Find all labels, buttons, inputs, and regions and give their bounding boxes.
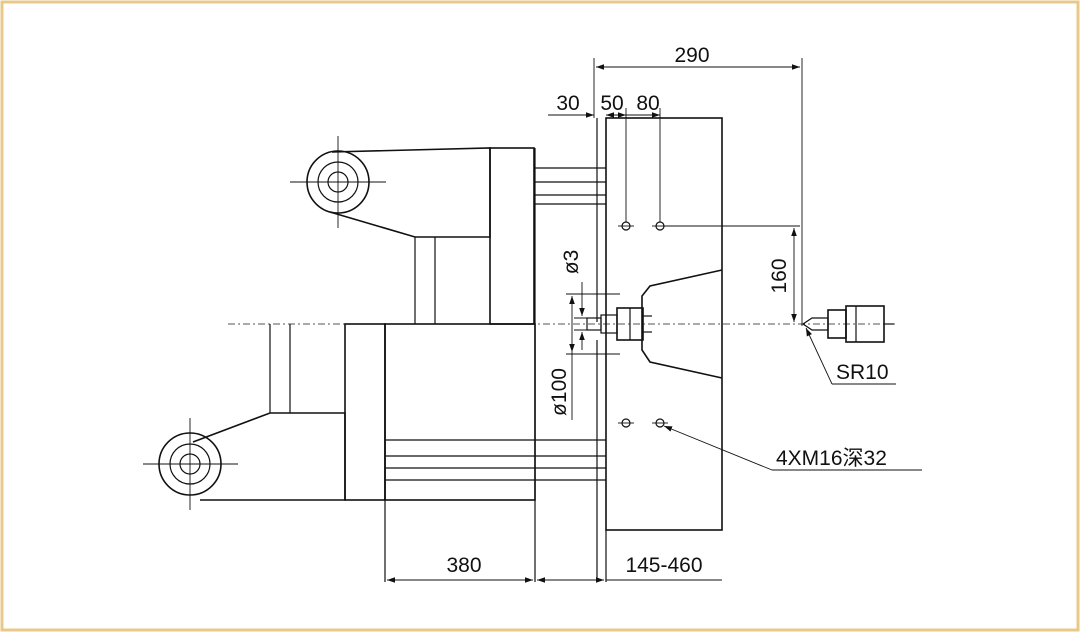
- fixed-platen: [596, 117, 723, 582]
- sr10-label: SR10: [836, 361, 889, 384]
- dim-290: 290: [593, 44, 803, 326]
- dim-80-label: 80: [636, 92, 659, 115]
- dim-30-50-80: 30 50 80: [548, 92, 661, 222]
- dim-50-label: 50: [600, 92, 623, 115]
- dim-160: 160: [664, 225, 800, 322]
- dim-145-460-label: 145-460: [625, 554, 702, 577]
- dim-290-label: 290: [674, 44, 709, 67]
- crosshead-lower: [344, 323, 386, 582]
- dim-phi100: ø100: [548, 293, 620, 420]
- leader-holes: 4XM16深32: [663, 425, 922, 471]
- dim-phi3-label: ø3: [560, 250, 583, 275]
- crosshead-upper: [489, 147, 535, 325]
- lower-toggle-link: [143, 324, 346, 510]
- holes-label: 4XM16深32: [776, 447, 887, 470]
- tie-bars: [385, 167, 606, 481]
- dim-phi100-label: ø100: [548, 368, 571, 416]
- dim-145-460: 145-460: [537, 554, 722, 583]
- moving-platen: [384, 148, 536, 582]
- dim-380: 380: [387, 554, 533, 583]
- dim-380-label: 380: [446, 554, 481, 577]
- dim-phi3: ø3: [560, 250, 600, 350]
- upper-toggle-link: [290, 136, 491, 324]
- dim-30-label: 30: [556, 92, 579, 115]
- dim-160-label: 160: [768, 258, 791, 293]
- nozzle-seat: [641, 269, 723, 379]
- leader-sr10: SR10: [805, 327, 896, 385]
